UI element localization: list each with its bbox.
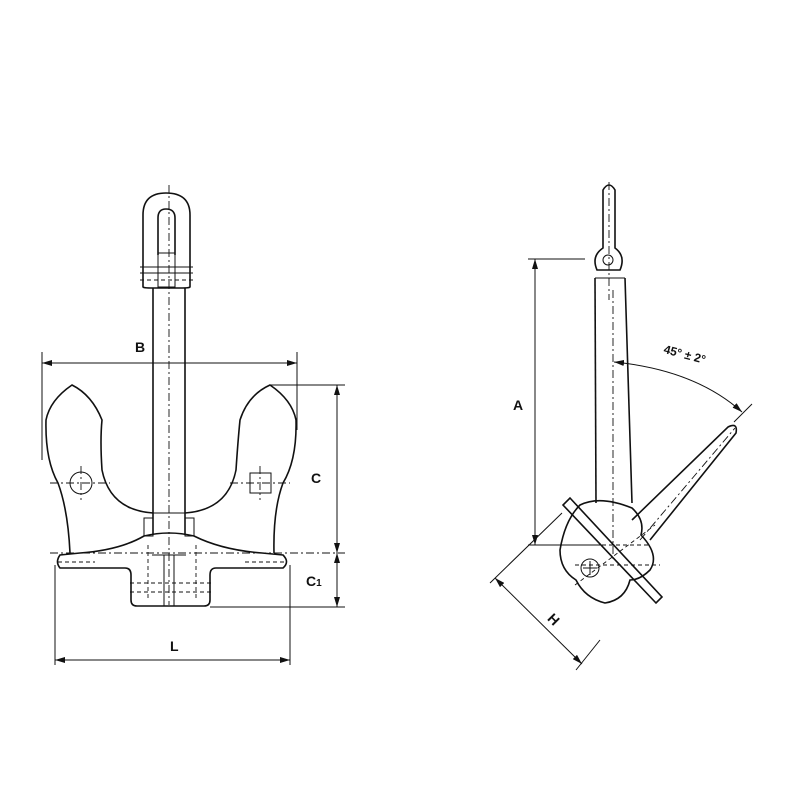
dimension-A: A (513, 258, 600, 546)
side-crown (559, 496, 664, 605)
angle-dimension: 45° ± 2° (613, 342, 753, 423)
dimension-h-label: H (545, 610, 563, 628)
dimension-L: L (54, 565, 291, 665)
shackle (140, 192, 193, 289)
dimension-c-label: C (311, 470, 321, 486)
side-view: A 45° ± 2° H (489, 182, 753, 671)
angle-label: 45° ± 2° (662, 342, 707, 367)
dimension-a-label: A (513, 397, 523, 413)
dimension-C: C (270, 384, 345, 553)
dimension-l-label: L (170, 638, 179, 654)
flukes (45, 384, 297, 554)
side-shackle (594, 182, 623, 300)
dimension-C1: C1 (210, 553, 345, 608)
dimension-c1-label: C1 (306, 573, 322, 589)
dimension-b-label: B (135, 339, 145, 355)
side-fluke (631, 424, 738, 541)
dimension-B: B (41, 339, 298, 460)
crown-and-palm (50, 532, 345, 607)
side-shank (594, 277, 633, 560)
front-view: B C C1 L (41, 185, 345, 665)
shank (143, 185, 195, 605)
